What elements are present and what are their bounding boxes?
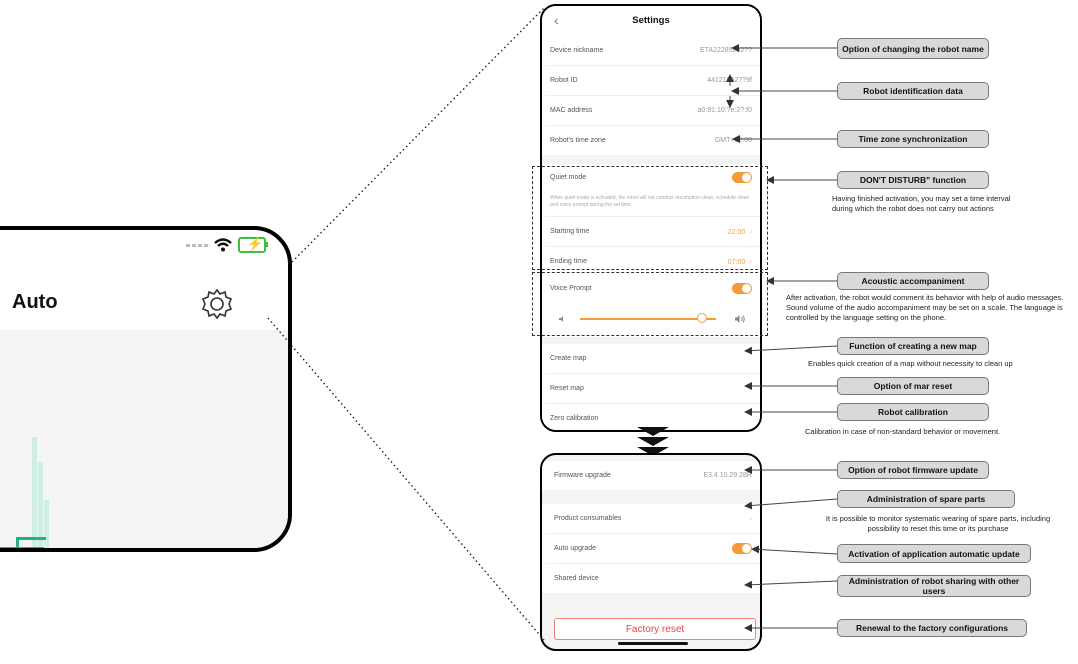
chevron-right-icon: › (749, 514, 752, 523)
quiet-mode-group (532, 166, 768, 270)
callout-firmware-update: Option of robot firmware update (837, 461, 989, 479)
status-bar: ⚡ (186, 236, 268, 253)
volume-low-icon (559, 316, 563, 322)
row-label: Create map (550, 355, 587, 362)
settings-title: Settings (632, 15, 670, 26)
row-value: E3.4.10.29.28R (703, 472, 752, 479)
desc-create-map: Enables quick creation of a map without … (808, 359, 1013, 368)
phone-home-screen: ⚡ Auto (0, 226, 292, 552)
callout-robot-identification: Robot identification data (837, 82, 989, 100)
row-label: Voice Prompt (550, 285, 592, 292)
volume-row (542, 301, 760, 337)
desc-acoustic: After activation, the robot would commen… (786, 293, 1064, 322)
row-value: 22:00 (727, 229, 746, 236)
chart-line (16, 537, 19, 548)
chevron-down-icon (637, 427, 669, 436)
callout-robot-name: Option of changing the robot name (837, 38, 989, 59)
home-indicator (618, 642, 688, 645)
chart-bar (44, 500, 49, 548)
chevron-down-icon (637, 437, 669, 446)
desc-robot-calibration: Calibration in case of non-standard beha… (805, 427, 1001, 436)
chart-bar (32, 437, 37, 548)
wifi-icon (214, 238, 232, 252)
row-label: Firmware upgrade (554, 472, 611, 479)
chart-line (16, 537, 46, 540)
volume-slider[interactable] (580, 318, 716, 320)
chart-bar (38, 462, 43, 548)
reset-map-row[interactable]: Reset map (542, 374, 760, 403)
settings-header: ‹ Settings (542, 6, 760, 36)
quiet-mode-row: Quiet mode (542, 164, 760, 190)
row-label: Zero calibration (550, 415, 599, 422)
chevron-right-icon: › (749, 227, 752, 236)
chart-line (0, 547, 44, 548)
row-label: Device nickname (550, 47, 604, 54)
voice-prompt-row: Voice Prompt (542, 276, 760, 301)
callout-factory-config: Renewal to the factory configurations (837, 619, 1027, 637)
back-icon[interactable]: ‹ (554, 12, 559, 28)
row-label: Auto upgrade (554, 545, 597, 552)
auto-upgrade-row: Auto upgrade (542, 534, 760, 563)
battery-icon: ⚡ (238, 236, 268, 253)
callout-acoustic: Acoustic accompaniment (837, 272, 989, 290)
quiet-mode-note-row: When quiet mode is activated, the robot … (542, 190, 760, 216)
settings-screen-top: ‹ Settings Device nickname ETA22285202??… (540, 4, 762, 432)
callout-spare-parts: Administration of spare parts (837, 490, 1015, 508)
factory-reset-button[interactable]: Factory reset (554, 618, 756, 640)
mode-title: Auto (12, 291, 58, 313)
ending-time-row[interactable]: Ending time 07:00› (542, 247, 760, 276)
row-label: Robot's time zone (550, 137, 606, 144)
quiet-mode-toggle[interactable] (732, 171, 752, 183)
row-label: Quiet mode (550, 173, 587, 181)
row-value: a0:91:10:?e:2?:f0 (697, 107, 753, 114)
mac-address-row: MAC address a0:91:10:?e:2?:f0 (542, 96, 760, 125)
cleaning-chart (0, 330, 288, 548)
row-label: MAC address (550, 107, 593, 114)
callout-time-zone: Time zone synchronization (837, 130, 989, 148)
row-label: Starting time (550, 228, 590, 235)
create-map-row[interactable]: Create map (542, 344, 760, 373)
callout-map-reset: Option of mar reset (837, 377, 989, 395)
row-value: 07:00 (727, 259, 746, 266)
device-nickname-row[interactable]: Device nickname ETA22285202?? (542, 36, 760, 65)
firmware-upgrade-row[interactable]: Firmware upgrade E3.4.10.29.28R (542, 461, 760, 490)
shared-device-row[interactable]: Shared device (542, 564, 760, 593)
callout-dont-disturb: DON'T DISTURB" function (837, 171, 989, 189)
voice-prompt-group (532, 272, 768, 336)
settings-screen-bottom: Firmware upgrade E3.4.10.29.28R Product … (540, 453, 762, 651)
callout-robot-calibration: Robot calibration (837, 403, 989, 421)
voice-prompt-toggle[interactable] (732, 283, 752, 294)
callout-robot-sharing: Administration of robot sharing with oth… (837, 575, 1031, 597)
chevron-right-icon: › (749, 257, 752, 266)
product-consumables-row[interactable]: Product consumables › (542, 504, 760, 533)
row-value: ETA22285202?? (699, 47, 752, 54)
row-label: Shared device (554, 575, 599, 582)
callout-create-map: Function of creating a new map (837, 337, 989, 355)
callout-auto-update: Activation of application automatic upda… (837, 544, 1031, 563)
starting-time-row[interactable]: Starting time 22:00› (542, 217, 760, 246)
volume-slider-knob[interactable] (697, 313, 708, 323)
volume-high-icon (735, 315, 745, 323)
row-label: Ending time (550, 258, 587, 265)
auto-upgrade-toggle[interactable] (732, 543, 752, 554)
quiet-mode-note: When quiet mode is activated, the robot … (550, 195, 750, 208)
row-label: Product consumables (554, 515, 622, 522)
row-label: Reset map (550, 385, 584, 392)
desc-dont-disturb: Having finished activation, you may set … (832, 194, 1011, 213)
desc-spare-parts: It is possible to monitor systematic wea… (825, 514, 1051, 533)
signal-icon (186, 243, 208, 247)
chevron-down-icon (637, 447, 669, 456)
zero-calibration-row[interactable]: Zero calibration (542, 404, 760, 430)
gear-icon[interactable] (200, 287, 234, 321)
row-label: Robot ID (550, 77, 578, 84)
